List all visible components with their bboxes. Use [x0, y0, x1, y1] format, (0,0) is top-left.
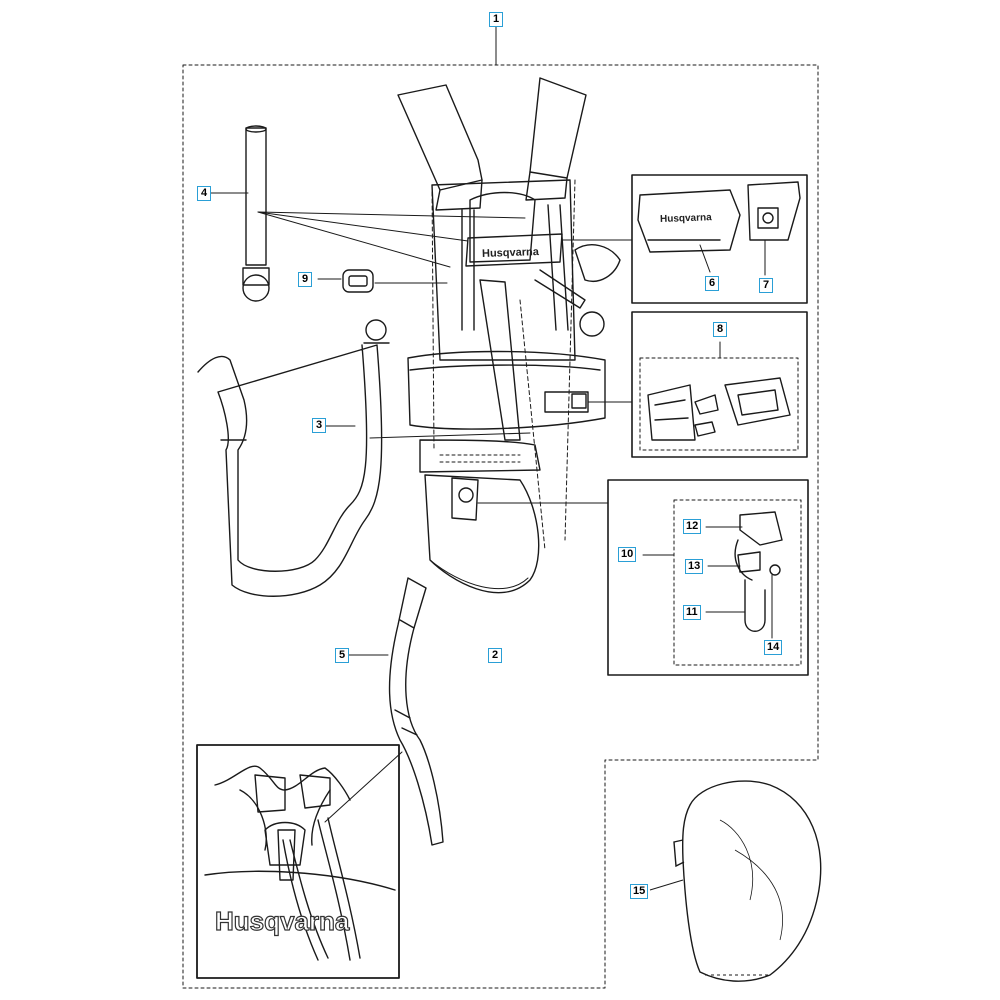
bracket-part-7 — [747, 181, 801, 241]
callout-3: 3 — [312, 418, 326, 433]
bag-part-15 — [673, 780, 822, 982]
svg-text:Husqvarna: Husqvarna — [660, 212, 712, 225]
callout-4: 4 — [197, 186, 211, 201]
buckle-female — [724, 377, 791, 426]
harness-main — [397, 77, 621, 594]
callout-2: 2 — [488, 648, 502, 663]
assembly-boundary-dashed — [182, 64, 819, 989]
leader-4-fan — [257, 211, 526, 268]
hook-assembly — [734, 511, 783, 632]
box-part-10 — [607, 479, 809, 676]
inset-harness-detail — [204, 765, 396, 961]
callout-13: 13 — [685, 559, 704, 574]
callout-14: 14 — [764, 640, 783, 655]
callout-5: 5 — [335, 648, 349, 663]
box-part-6-7 — [631, 174, 808, 304]
callout-15: 15 — [630, 884, 649, 899]
callout-9: 9 — [298, 272, 312, 287]
harness-logo: Husqvarna — [482, 246, 540, 260]
pad-part-6 — [637, 189, 741, 253]
box-part-8 — [631, 311, 808, 458]
inset-box — [196, 744, 400, 979]
strap-part-5 — [388, 577, 444, 846]
svg-text:Husqvarna: Husqvarna — [482, 246, 540, 260]
buckle-male — [647, 384, 719, 441]
callout-1: 1 — [489, 12, 503, 27]
svg-text:Husqvarna: Husqvarna — [215, 906, 350, 936]
leader-3b — [369, 432, 531, 439]
callout-11: 11 — [683, 605, 701, 620]
callout-8: 8 — [713, 322, 727, 337]
leader-6 — [699, 244, 711, 273]
callout-12: 12 — [683, 519, 702, 534]
hook-leaders — [705, 526, 773, 639]
inset-logo: Husqvarna — [214, 905, 350, 936]
strap-part-4 — [242, 125, 270, 302]
box-part-8-inner — [639, 357, 799, 451]
callout-6: 6 — [705, 276, 719, 291]
callout-7: 7 — [759, 278, 773, 293]
buckle-part-9 — [342, 269, 374, 293]
box-part-10-inner — [673, 499, 802, 666]
strap-part-3 — [197, 319, 390, 597]
pad-6-logo: Husqvarna — [660, 212, 712, 225]
leader-15 — [649, 879, 684, 891]
callout-10: 10 — [618, 547, 637, 562]
leader-5-inset — [324, 751, 403, 823]
